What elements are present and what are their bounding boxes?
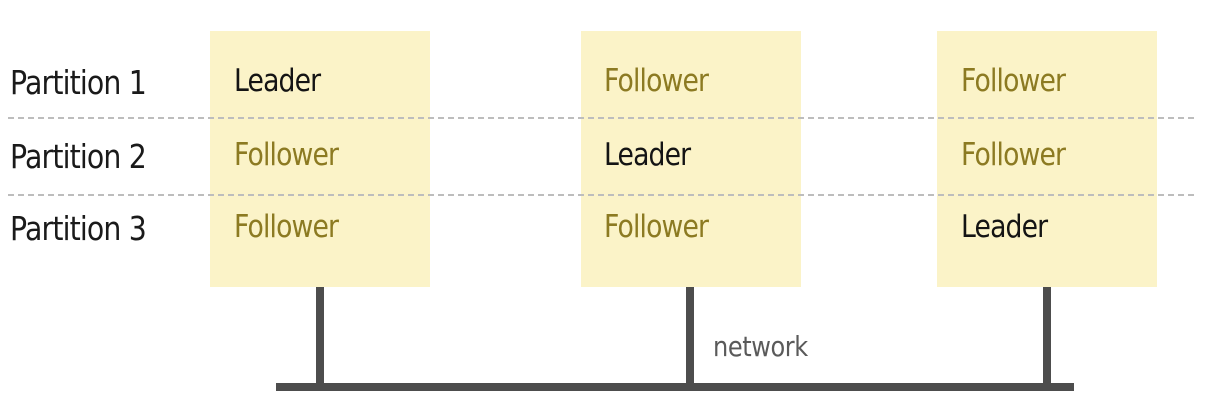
broker-node-2 [581, 31, 801, 287]
role-partition1-node2: Follower [604, 63, 709, 99]
partition-label-3: Partition 3 [10, 209, 147, 248]
partition-label-2: Partition 2 [10, 137, 147, 176]
row-divider-1 [8, 117, 1194, 119]
network-bus [276, 383, 1074, 391]
broker-node-3 [937, 31, 1157, 287]
role-partition1-node1: Leader [234, 63, 321, 99]
broker-node-1 [210, 31, 430, 287]
role-partition3-node2: Follower [604, 209, 709, 245]
node3-network-link [1043, 287, 1051, 387]
role-partition2-node1: Follower [234, 137, 339, 173]
partition-label-1: Partition 1 [10, 63, 147, 102]
row-divider-2 [8, 194, 1194, 196]
role-partition1-node3: Follower [961, 63, 1066, 99]
role-partition3-node3: Leader [961, 209, 1048, 245]
node2-network-link [686, 287, 694, 387]
role-partition3-node1: Follower [234, 209, 339, 245]
node1-network-link [316, 287, 324, 387]
role-partition2-node3: Follower [961, 137, 1066, 173]
network-label: network [713, 330, 808, 363]
role-partition2-node2: Leader [604, 137, 691, 173]
